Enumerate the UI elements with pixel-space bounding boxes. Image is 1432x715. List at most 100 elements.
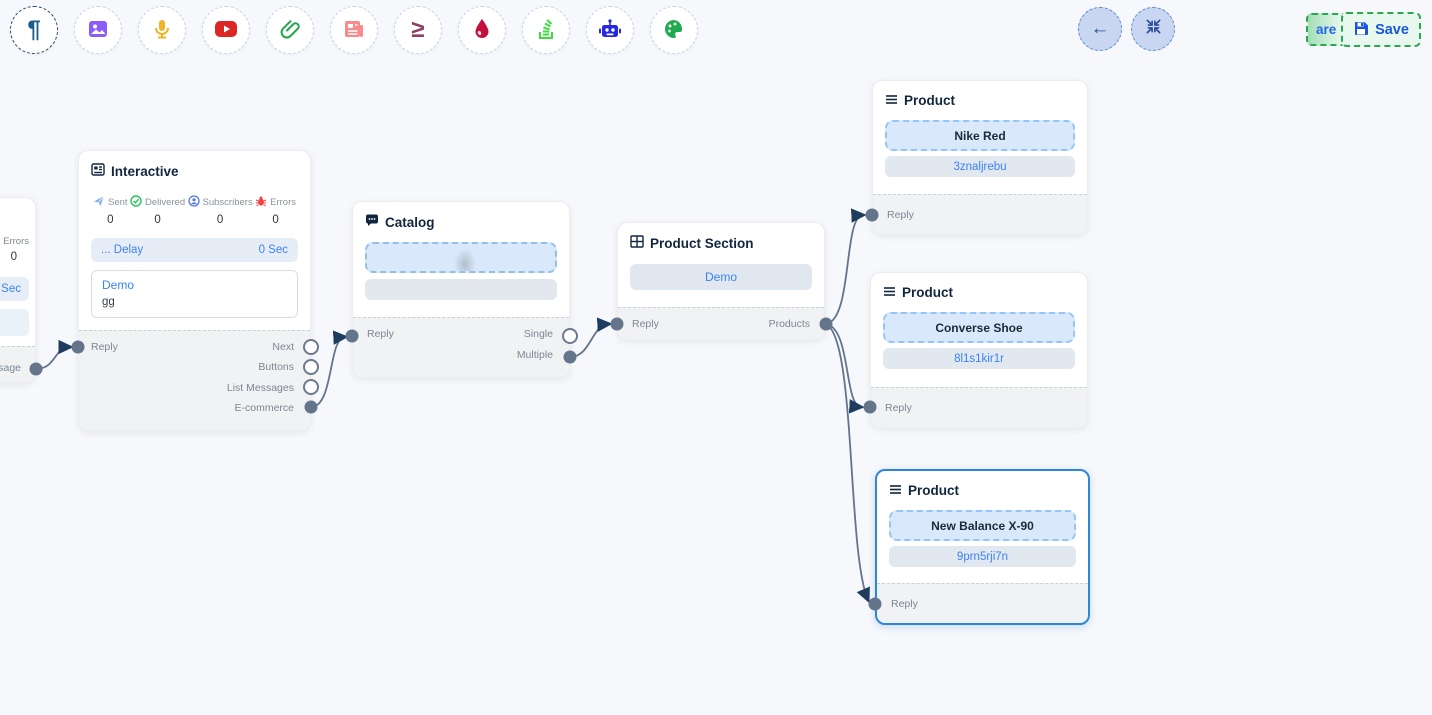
save-button[interactable]: Save <box>1341 12 1421 47</box>
product-retailer-id: 3znaljrebu <box>885 156 1075 177</box>
menu-lines-icon <box>883 285 896 300</box>
menu-lines-icon <box>889 483 902 498</box>
node-palette-toolbar: ¶ ≥ <box>10 6 698 54</box>
product-name-button[interactable]: Converse Shoe <box>883 312 1075 343</box>
product-retailer-id: 8l1s1kir1r <box>883 348 1075 369</box>
product-retailer-id: 9prn5rji7n <box>889 546 1076 567</box>
errors-label: Errors <box>270 197 296 208</box>
pilcrow-icon: ¶ <box>27 18 40 42</box>
save-label: Save <box>1375 22 1409 38</box>
edge-ecommerce-to-catalog <box>311 337 345 407</box>
offscreen-placeholder <box>0 309 29 336</box>
robot-icon <box>598 18 622 43</box>
product-1-footer: Reply <box>873 194 1087 234</box>
tool-condition-button[interactable]: ≥ <box>394 6 442 54</box>
output-multiple-label: Multiple <box>517 345 553 366</box>
tool-drip-button[interactable] <box>458 6 506 54</box>
delay-setting-row[interactable]: ... Delay 0 Sec <box>91 238 298 262</box>
message-title: Demo <box>102 278 287 292</box>
product-title: Product <box>902 285 953 300</box>
product-3-footer: Reply <box>877 583 1088 623</box>
product-section-products-output-label: Products <box>769 318 810 330</box>
tool-text-button[interactable]: ¶ <box>10 6 58 54</box>
product-name-button[interactable]: New Balance X-90 <box>889 510 1076 541</box>
back-button[interactable]: ← <box>1078 7 1122 51</box>
catalog-node[interactable]: Catalog Reply Single Multiple <box>352 201 570 378</box>
product-section-title: Product Section <box>650 236 754 251</box>
tool-stack-button[interactable] <box>522 6 570 54</box>
menu-lines-icon <box>885 93 898 108</box>
product-2-reply-input-label: Reply <box>885 402 912 414</box>
product-3-reply-input-label: Reply <box>891 598 918 610</box>
delay-label: ... Delay <box>101 244 143 256</box>
tool-bot-button[interactable] <box>586 6 634 54</box>
tool-audio-button[interactable] <box>138 6 186 54</box>
delivered-value: 0 <box>130 214 185 226</box>
product-node-3-selected[interactable]: Product New Balance X-90 9prn5rji7n Repl… <box>875 469 1090 625</box>
tool-template-button[interactable] <box>330 6 378 54</box>
offscreen-delay-row: Sec <box>0 277 29 301</box>
edge-products-to-product2 <box>826 324 861 407</box>
greater-equal-icon: ≥ <box>411 18 424 42</box>
tool-image-button[interactable] <box>74 6 122 54</box>
offscreen-message-node[interactable]: Errors 0 Sec essage <box>0 197 36 383</box>
product-title: Product <box>904 93 955 108</box>
offscreen-delay-value: Sec <box>1 283 21 295</box>
product-title: Product <box>908 483 959 498</box>
catalog-reply-input-label: Reply <box>367 328 394 340</box>
output-list-messages-label: List Messages <box>227 378 294 398</box>
delivered-label: Delivered <box>145 197 185 208</box>
interactive-icon <box>91 163 105 179</box>
microphone-icon <box>151 18 173 43</box>
newspaper-icon <box>343 19 365 42</box>
fit-view-button[interactable] <box>1131 7 1175 51</box>
tool-file-button[interactable] <box>266 6 314 54</box>
catalog-footer: Reply Single Multiple <box>353 317 569 377</box>
delivered-icon <box>130 195 142 210</box>
interactive-node[interactable]: Interactive Sent 0 Delivered 0 <box>78 150 311 431</box>
image-icon <box>87 18 109 43</box>
product-name-button[interactable]: Nike Red <box>885 120 1075 151</box>
product-section-demo-button[interactable]: Demo <box>630 264 812 290</box>
floppy-icon <box>1353 20 1369 40</box>
delay-value: 0 Sec <box>259 244 288 256</box>
output-next-label: Next <box>227 337 294 357</box>
product-2-footer: Reply <box>871 387 1087 427</box>
tool-theme-button[interactable] <box>650 6 698 54</box>
sent-icon <box>93 195 105 210</box>
product-node-1[interactable]: Product Nike Red 3znaljrebu Reply <box>872 80 1088 235</box>
paperclip-icon <box>279 18 301 43</box>
catalog-placeholder[interactable] <box>365 279 557 300</box>
product-section-node[interactable]: Product Section Demo Reply Products <box>617 222 825 340</box>
share-button-partial[interactable]: are <box>1306 13 1344 46</box>
youtube-icon <box>214 20 238 41</box>
interactive-reply-input-label: Reply <box>91 341 118 353</box>
subscribers-icon <box>188 195 200 210</box>
product-section-reply-input-label: Reply <box>632 318 659 330</box>
output-single-label: Single <box>517 324 553 345</box>
chat-bubble-icon <box>365 214 379 230</box>
edge-products-to-product1 <box>826 215 863 324</box>
product-1-reply-input-label: Reply <box>887 209 914 221</box>
interactive-outputs: Next Buttons List Messages E-commerce <box>227 337 294 419</box>
interactive-title: Interactive <box>111 164 179 179</box>
catalog-title: Catalog <box>385 215 435 230</box>
interactive-footer: Reply Next Buttons List Messages E-comme… <box>79 330 310 430</box>
grid-icon <box>630 235 644 251</box>
catalog-placeholder-selected[interactable] <box>365 242 557 273</box>
subscribers-value: 0 <box>188 214 253 226</box>
offscreen-errors-value: 0 <box>11 251 17 263</box>
offscreen-footer: essage <box>0 346 35 382</box>
product-node-2[interactable]: Product Converse Shoe 8l1s1kir1r Reply <box>870 272 1088 428</box>
message-text: gg <box>102 296 287 308</box>
compress-icon <box>1145 18 1162 41</box>
sent-label: Sent <box>108 197 128 208</box>
interactive-message-box[interactable]: Demo gg <box>91 270 298 318</box>
subscribers-label: Subscribers <box>203 197 253 208</box>
errors-icon <box>255 195 267 210</box>
edge-message-to-interactive <box>36 347 70 369</box>
errors-value: 0 <box>255 214 296 226</box>
tool-video-button[interactable] <box>202 6 250 54</box>
smudge-artifact <box>453 247 477 273</box>
arrow-left-icon: ← <box>1091 18 1110 40</box>
